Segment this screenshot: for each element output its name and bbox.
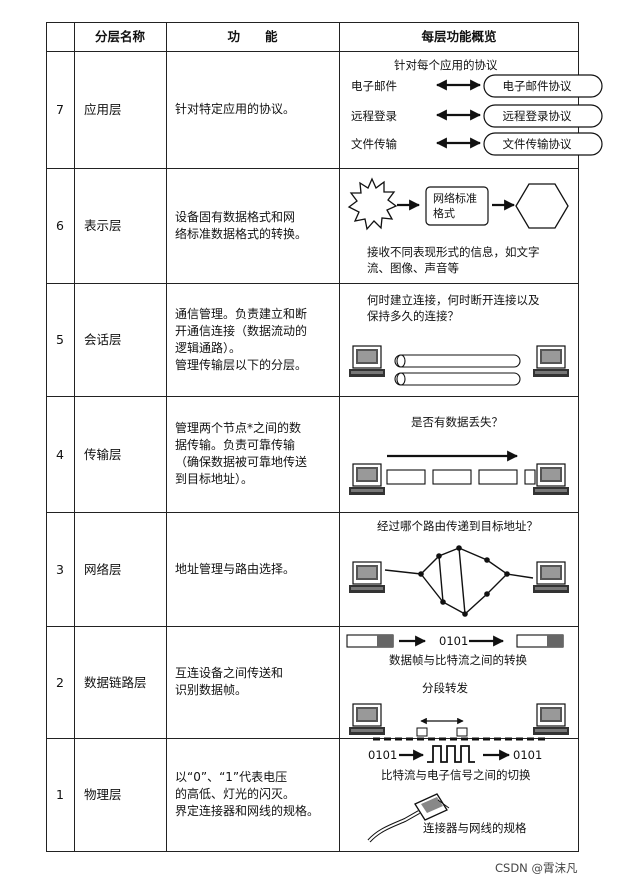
switch-box — [416, 727, 428, 737]
transport-caption: 是否有数据丢失？ — [411, 415, 503, 429]
app-name: 文件传输 — [351, 137, 397, 151]
protocol-pill — [483, 132, 603, 156]
row-divider — [46, 738, 579, 740]
bitstream-label: 0101 — [439, 634, 469, 648]
row-divider — [46, 396, 579, 398]
layer-name: 应用层 — [84, 102, 122, 117]
connector-caption: 连接器与网线的规格 — [423, 821, 527, 835]
protocol-pill — [483, 104, 603, 128]
csdn-watermark: CSDN @霄沫凡 — [495, 861, 578, 875]
layer-number: 3 — [56, 561, 64, 577]
data-packet — [432, 469, 472, 485]
protocol-pill — [483, 74, 603, 98]
app-protocol-row — [435, 132, 603, 156]
network-caption: 经过哪个路由传递到目标地址？ — [377, 519, 538, 533]
layer-name: 传输层 — [84, 446, 122, 462]
datalink-caption: 数据帧与比特流之间的转换 — [389, 653, 527, 667]
table-border-top — [46, 22, 579, 24]
bitstream-label: 0101 — [368, 748, 398, 762]
session-caption: 何时建立连接，何时断开连接以及 保持多久的连接？ — [367, 293, 540, 323]
data-packet — [524, 469, 536, 485]
row-divider — [46, 512, 579, 514]
app-protocol-row — [435, 74, 603, 98]
layer-function: 以“0”、“1”代表电压 的高低、灯光的闪灭。 界定连接器和网线的规格。 — [175, 770, 320, 818]
hexagon-shape — [515, 183, 569, 229]
bitstream-label: 0101 — [513, 748, 543, 762]
route-graph — [384, 547, 534, 615]
data-packet — [386, 469, 426, 485]
header-overview: 每层功能概览 — [421, 29, 497, 44]
layer-function: 设备固有数据格式和网 络标准数据格式的转换。 — [175, 209, 308, 241]
layer-name: 网络层 — [84, 561, 122, 577]
col-divider — [74, 22, 76, 852]
session-pipe — [394, 372, 521, 386]
square-wave-icon — [427, 745, 475, 763]
computer-icon — [348, 703, 386, 736]
app-protocol-name: 文件传输协议 — [502, 137, 572, 151]
header-layer-name: 分层名称 — [94, 29, 145, 44]
col-divider — [339, 22, 341, 852]
session-pipe — [394, 354, 521, 368]
computer-icon — [348, 463, 386, 496]
table-border-left — [46, 22, 48, 852]
computer-icon — [532, 463, 570, 496]
app-name: 远程登录 — [351, 109, 397, 123]
rj45-connector-icon — [367, 793, 450, 843]
layer-function: 互连设备之间传送和 识别数据帧。 — [175, 666, 284, 697]
physical-caption: 比特流与电子信号之间的切换 — [381, 768, 531, 782]
table-border-right — [578, 22, 580, 852]
switch-box — [456, 727, 468, 737]
layer-function: 管理两个节点*之间的数 据传输。负责可靠传输 （确保数据被可靠地传送 到目标地址… — [175, 421, 308, 486]
overview-illustrations — [346, 74, 603, 843]
computer-icon — [532, 703, 570, 736]
app-protocol-name: 电子邮件协议 — [502, 79, 572, 93]
frame-block — [346, 634, 394, 648]
header-divider — [46, 51, 579, 53]
layer-name: 物理层 — [84, 787, 122, 802]
col-divider — [166, 22, 168, 852]
forward-label: 分段转发 — [422, 681, 468, 695]
layer-name: 数据链路层 — [84, 674, 147, 690]
route-nodes — [418, 545, 510, 617]
presentation-caption: 接收不同表现形式的信息，如文字 流、图像、声音等 — [367, 245, 540, 275]
layer-name: 会话层 — [84, 332, 122, 347]
standard-format-label: 网络标准 格式 — [433, 192, 477, 220]
app-protocol-name: 远程登录协议 — [502, 109, 572, 123]
layer-number: 1 — [56, 787, 64, 802]
app-protocol-row — [435, 104, 603, 128]
starburst-shape — [347, 177, 398, 231]
standard-format-box — [425, 186, 489, 226]
layer-function: 针对特定应用的协议。 — [175, 102, 296, 116]
data-packet — [478, 469, 518, 485]
header-function: 功 能 — [227, 29, 278, 44]
frame-block — [516, 634, 564, 648]
computer-icon — [348, 561, 386, 594]
osi-layer-table: 分层名称 功 能 每层功能概览 7 应用层 针对特定应用的协议。 6 表示层 设… — [46, 22, 603, 853]
layer-number: 5 — [56, 332, 64, 347]
layer-function: 通信管理。负责建立和断 开通信连接（数据流动的 逻辑通路）。 管理传输层以下的分… — [175, 306, 308, 372]
layer-number: 2 — [56, 674, 64, 690]
layer-function: 地址管理与路由选择。 — [175, 561, 296, 576]
row-divider — [46, 168, 579, 170]
row-divider — [46, 626, 579, 628]
computer-icon — [532, 561, 570, 594]
computer-icon — [348, 345, 386, 378]
layer-number: 7 — [56, 102, 64, 117]
computer-icon — [532, 345, 570, 378]
layer-number: 6 — [56, 218, 64, 233]
layer-name: 表示层 — [84, 218, 122, 233]
app-name: 电子邮件 — [351, 79, 397, 93]
layer-number: 4 — [56, 446, 64, 462]
app-protocol-title: 针对每个应用的协议 — [394, 58, 498, 72]
table-border-bottom — [46, 851, 579, 853]
row-divider — [46, 283, 579, 285]
